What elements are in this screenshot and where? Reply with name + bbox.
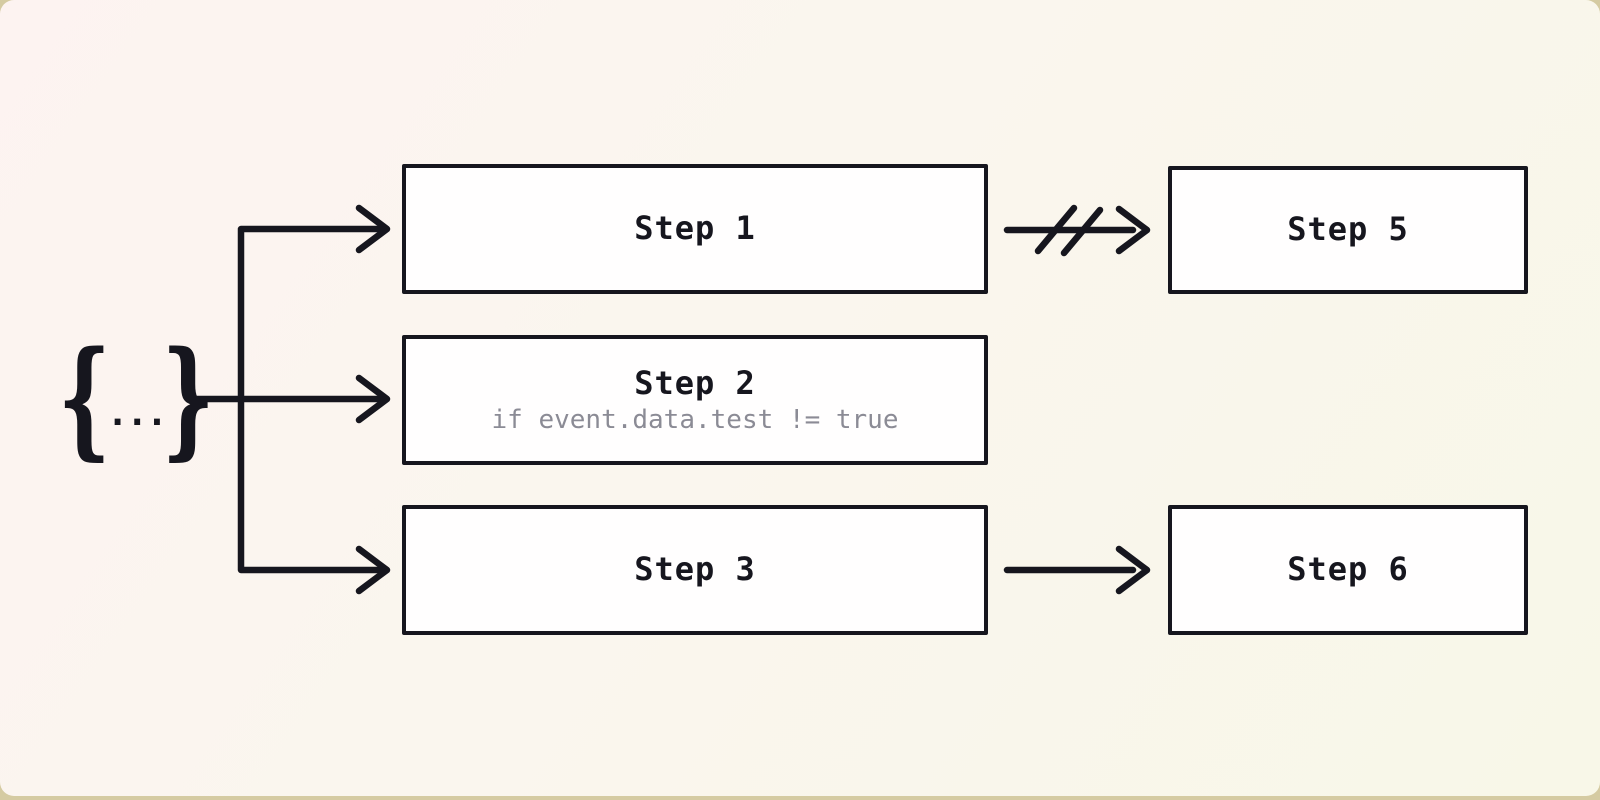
node-label: Step 3	[634, 550, 756, 589]
node-label: Step 6	[1287, 550, 1409, 589]
branch-line	[237, 225, 388, 574]
node-label: Step 1	[634, 209, 756, 248]
node-step-5[interactable]: Step 5	[1168, 166, 1528, 294]
node-step-2[interactable]: Step 2 if event.data.test != true	[402, 335, 988, 465]
ellipsis-glyph: ...	[106, 393, 168, 434]
node-label: Step 2	[634, 363, 756, 402]
trigger-event-icon[interactable]: { ... }	[58, 335, 215, 462]
node-step-3[interactable]: Step 3	[402, 505, 988, 635]
arrowhead-icon	[355, 204, 391, 254]
edge-trigger-branches	[189, 204, 391, 595]
arrowhead-icon	[355, 374, 391, 424]
arrowhead-icon	[1115, 545, 1151, 595]
edge-step1-step5-cancelled	[1003, 204, 1151, 257]
node-label: Step 5	[1287, 210, 1409, 249]
arrowhead-icon	[1115, 205, 1151, 255]
edge-step3-step6	[1003, 545, 1151, 595]
brace-left-glyph: {	[58, 324, 111, 474]
arrowhead-icon	[355, 545, 391, 595]
cancel-slash-icon	[1034, 204, 1078, 255]
node-step-6[interactable]: Step 6	[1168, 505, 1528, 635]
node-step-1[interactable]: Step 1	[402, 164, 988, 294]
cancel-slash-icon	[1060, 206, 1104, 257]
brace-right-glyph: }	[161, 324, 215, 474]
node-condition-text: if event.data.test != true	[491, 404, 899, 435]
